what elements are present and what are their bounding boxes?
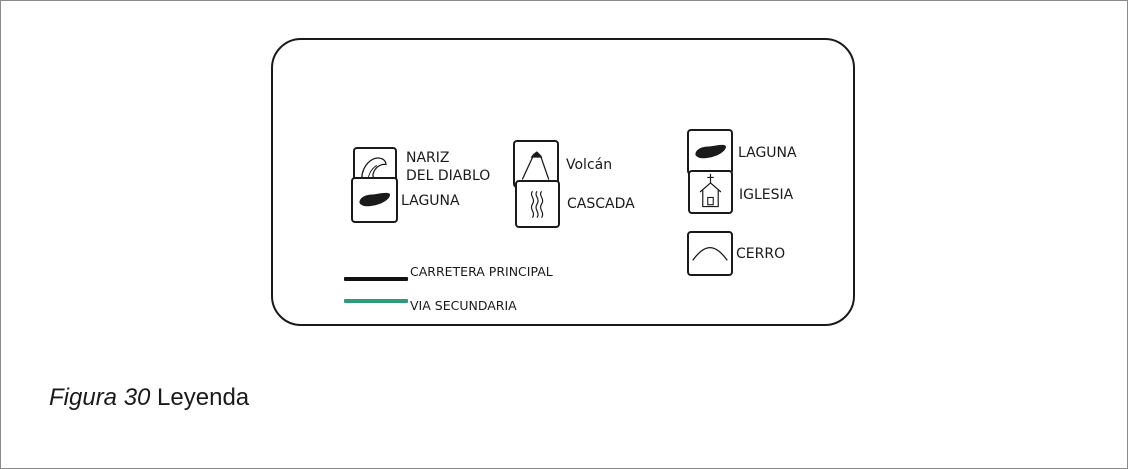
hill-label: CERRO [736,246,786,262]
legend-box [271,38,855,326]
main-road-line-sample [344,277,408,281]
figure-number: Figura 30 [49,384,151,411]
lagoon-icon [687,129,733,175]
nariz-del-diablo-label-line2: DEL DIABLO [406,168,491,184]
waterfall-icon [515,180,560,228]
secondary-road-label: VIA SECUNDARIA [410,298,517,313]
secondary-road-line-sample [344,299,408,303]
hill-icon [687,231,733,276]
main-road-label: CARRETERA PRINCIPAL [410,264,553,279]
figure-title: Leyenda [150,384,250,411]
volcano-label: Volcán [566,157,613,173]
lagoon-label-left: LAGUNA [401,193,460,209]
waterfall-label: CASCADA [567,196,635,212]
church-label: IGLESIA [739,187,794,203]
lagoon-icon [351,177,398,223]
lagoon-label-right: LAGUNA [738,145,797,161]
nariz-del-diablo-label-line1: NARIZ [406,150,450,166]
figure-caption: Figura 30 Leyenda [49,384,249,412]
church-icon [688,170,733,214]
